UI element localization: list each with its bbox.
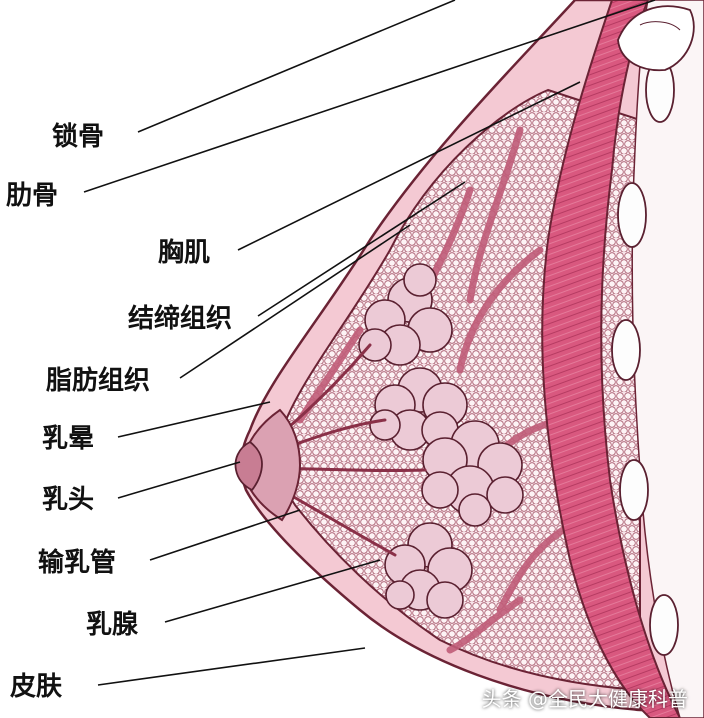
leader-skin — [97, 647, 366, 686]
nipple-shape — [234, 440, 263, 492]
watermark: 头条 @全民大健康科普 — [481, 687, 688, 711]
nipple-areola — [234, 408, 302, 522]
leader-lines — [83, 0, 656, 686]
leader-clavicle — [137, 0, 456, 133]
ribs — [611, 57, 679, 656]
leader-connective — [257, 181, 466, 317]
label-adipose-tissue: 脂肪组织 — [46, 366, 151, 396]
label-nipple: 乳头 — [42, 485, 95, 515]
lobule-cluster — [358, 263, 453, 366]
pectoral-muscle — [541, 0, 682, 718]
label-skin: 皮肤 — [10, 672, 63, 702]
lobule-cluster — [369, 367, 468, 451]
label-connective-tissue: 结缔组织 — [128, 304, 233, 334]
rib — [619, 459, 649, 521]
rib — [649, 594, 679, 656]
leader-pectoral — [237, 81, 581, 251]
label-mammary-gland: 乳腺 — [86, 610, 139, 640]
leader-nipple — [117, 461, 241, 499]
label-areola: 乳晕 — [42, 424, 95, 454]
label-pectoral-muscle: 胸肌 — [158, 238, 211, 268]
label-lactiferous-duct: 输乳管 — [38, 548, 117, 578]
leader-adipose — [179, 224, 411, 379]
clavicle-shape — [617, 5, 695, 72]
rib — [617, 182, 647, 248]
label-rib: 肋骨 — [6, 181, 59, 211]
leader-rib — [83, 0, 656, 193]
label-clavicle: 锁骨 — [52, 122, 105, 152]
lobule-cluster — [421, 420, 524, 527]
leader-duct — [149, 509, 301, 561]
rib — [611, 319, 641, 381]
leader-gland — [164, 559, 381, 623]
leader-areola — [117, 401, 271, 438]
